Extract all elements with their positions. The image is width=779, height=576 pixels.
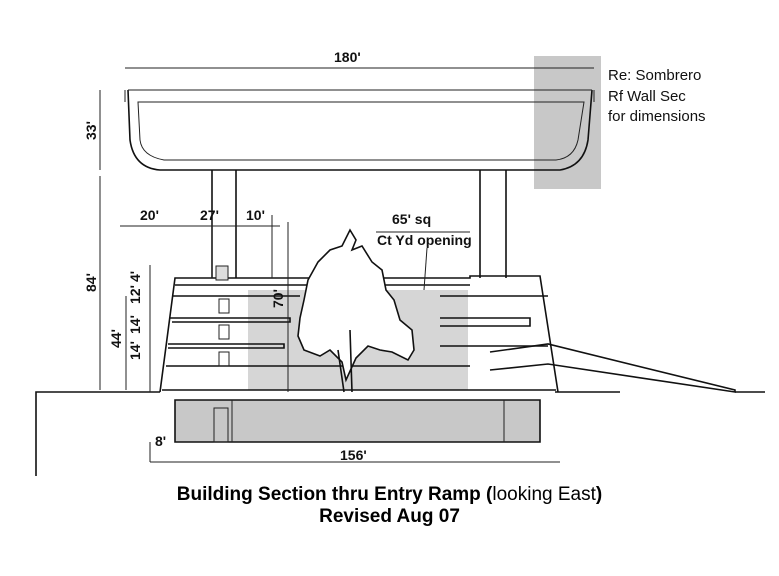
note-line-3: for dimensions [608, 108, 706, 125]
dim-70: 70' [270, 289, 286, 308]
dim-84: 84' [83, 273, 99, 292]
title-bold-b: ) [595, 484, 603, 505]
dim-156: 156' [340, 447, 367, 463]
dim-ct-yd-opening: Ct Yd opening [377, 232, 472, 248]
dim-33: 33' [83, 121, 99, 140]
courtyard-tree [297, 228, 415, 383]
title-normal: looking East [492, 484, 596, 505]
doors [215, 265, 230, 367]
dim-180: 180' [334, 49, 361, 65]
note-line-2: Rf Wall Sec [608, 88, 686, 105]
dim-14a: 14' [127, 315, 143, 334]
dim-10: 10' [246, 207, 265, 223]
roof-column-left [211, 170, 237, 278]
dim-20: 20' [140, 207, 159, 223]
dim-27: 27' [200, 207, 219, 223]
note-panel [534, 56, 601, 189]
basement [175, 400, 540, 442]
ground-line [35, 391, 765, 476]
drawing-subtitle: Revised Aug 07 [319, 506, 460, 527]
drawing-title: Building Section thru Entry Ramp (lookin… [0, 484, 779, 506]
dim-65-sq: 65' sq [392, 211, 431, 227]
note-line-1: Re: Sombrero [608, 67, 701, 84]
dim-4: 4' [127, 271, 143, 282]
title-bold-a: Building Section thru Entry Ramp ( [176, 484, 493, 505]
dimension-lines [99, 67, 594, 463]
dim-12: 12' [127, 285, 143, 304]
roof-column-right [479, 170, 507, 278]
entry-ramp [489, 343, 736, 393]
dim-44: 44' [108, 329, 124, 348]
roof-shell [127, 89, 593, 171]
dim-14b: 14' [127, 341, 143, 360]
dim-8: 8' [155, 433, 166, 449]
